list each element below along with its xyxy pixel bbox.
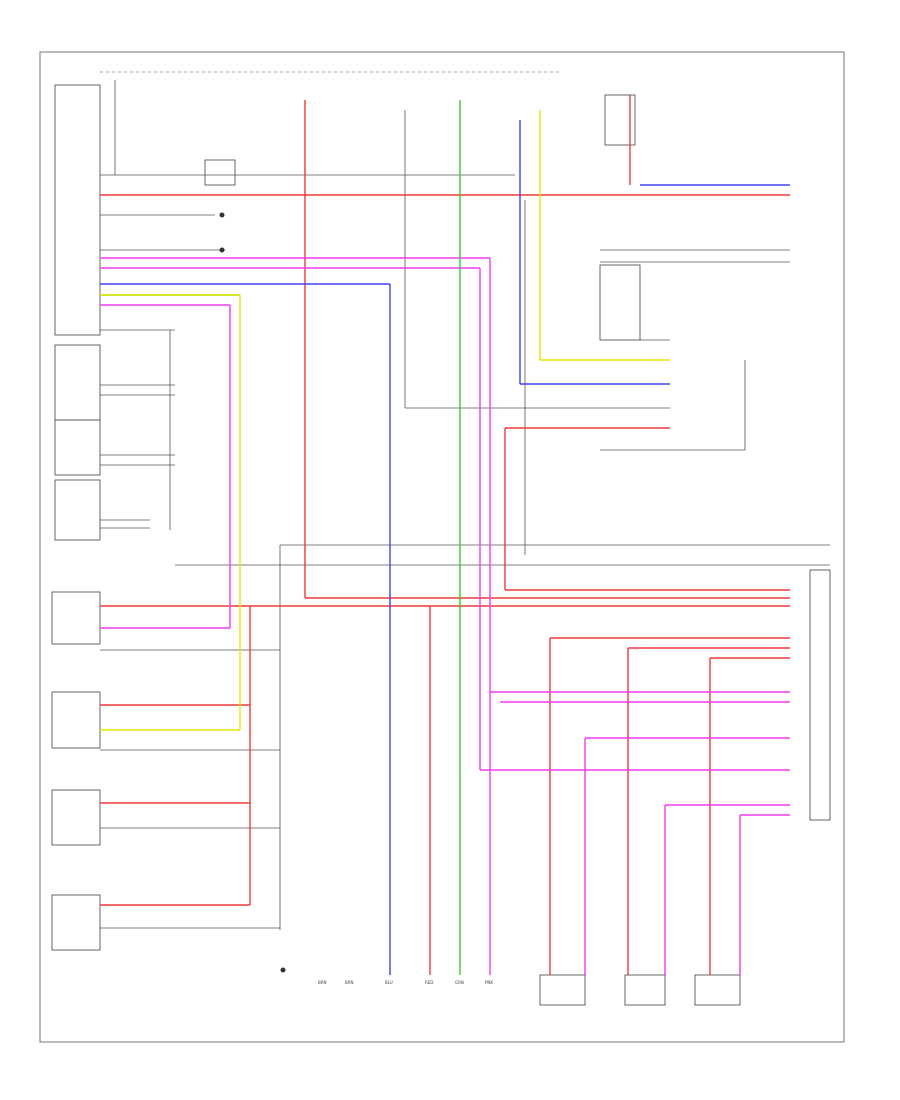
pin-label-1: BRN [318, 980, 327, 985]
pin-label-6: PNK [485, 980, 493, 985]
ground-point-2 [219, 247, 225, 253]
ground-symbols [219, 212, 286, 973]
module-box-right-top [604, 94, 636, 146]
sensor-unit-right-front [51, 591, 101, 645]
module-box-right-mid [599, 264, 641, 341]
diagram-frame [39, 51, 845, 1043]
pin-label-3: BLU [385, 980, 393, 985]
pin-label-2: BRN [345, 980, 354, 985]
sensor-unit-right-side [51, 894, 101, 951]
bottom-connector-1 [539, 974, 586, 1006]
pin-label-4: RED [425, 980, 433, 985]
red-wires [100, 95, 790, 975]
pin-label-5: GRN [455, 980, 464, 985]
bottom-connector-2 [624, 974, 666, 1006]
sensor-unit-left-front [51, 691, 101, 749]
module-box-left-2 [54, 344, 101, 421]
yellow-wires [100, 110, 670, 731]
bottom-connector-3 [694, 974, 741, 1006]
module-box-left-4 [54, 479, 101, 541]
pink-wires [100, 257, 790, 975]
bottom-pin-labels: BRN BRN BLU RED GRN PNK [318, 980, 493, 985]
relay-box-top [204, 159, 236, 186]
blue-wires [100, 120, 790, 975]
ground-point-3 [280, 967, 286, 973]
module-box-left-3 [54, 419, 101, 476]
sensor-unit-left-side [51, 789, 101, 846]
ground-point-1 [219, 212, 225, 218]
module-box-left-1 [54, 84, 101, 336]
module-box-right-large [809, 569, 831, 821]
